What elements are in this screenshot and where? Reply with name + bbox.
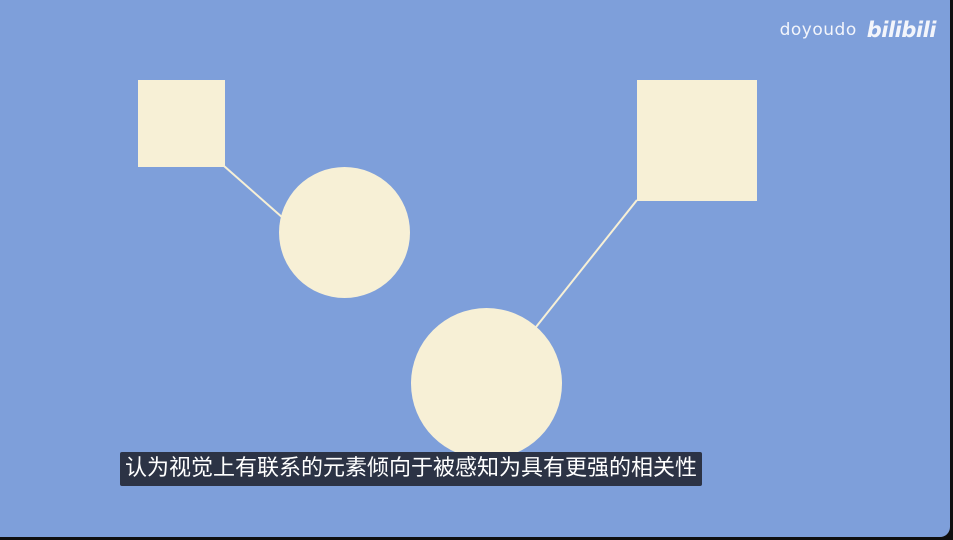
square-small [138,80,225,167]
watermark-username: doyoudo [779,20,857,40]
bilibili-logo: bilibili [866,18,937,42]
circle-small [279,167,410,298]
circle-large [411,308,562,459]
watermark: doyoudo bilibili [779,18,937,42]
connector-line-2 [535,199,638,328]
connector-line-1 [223,165,284,219]
square-large [637,80,757,201]
subtitle-caption: 认为视觉上有联系的元素倾向于被感知为具有更强的相关性 [120,452,703,486]
